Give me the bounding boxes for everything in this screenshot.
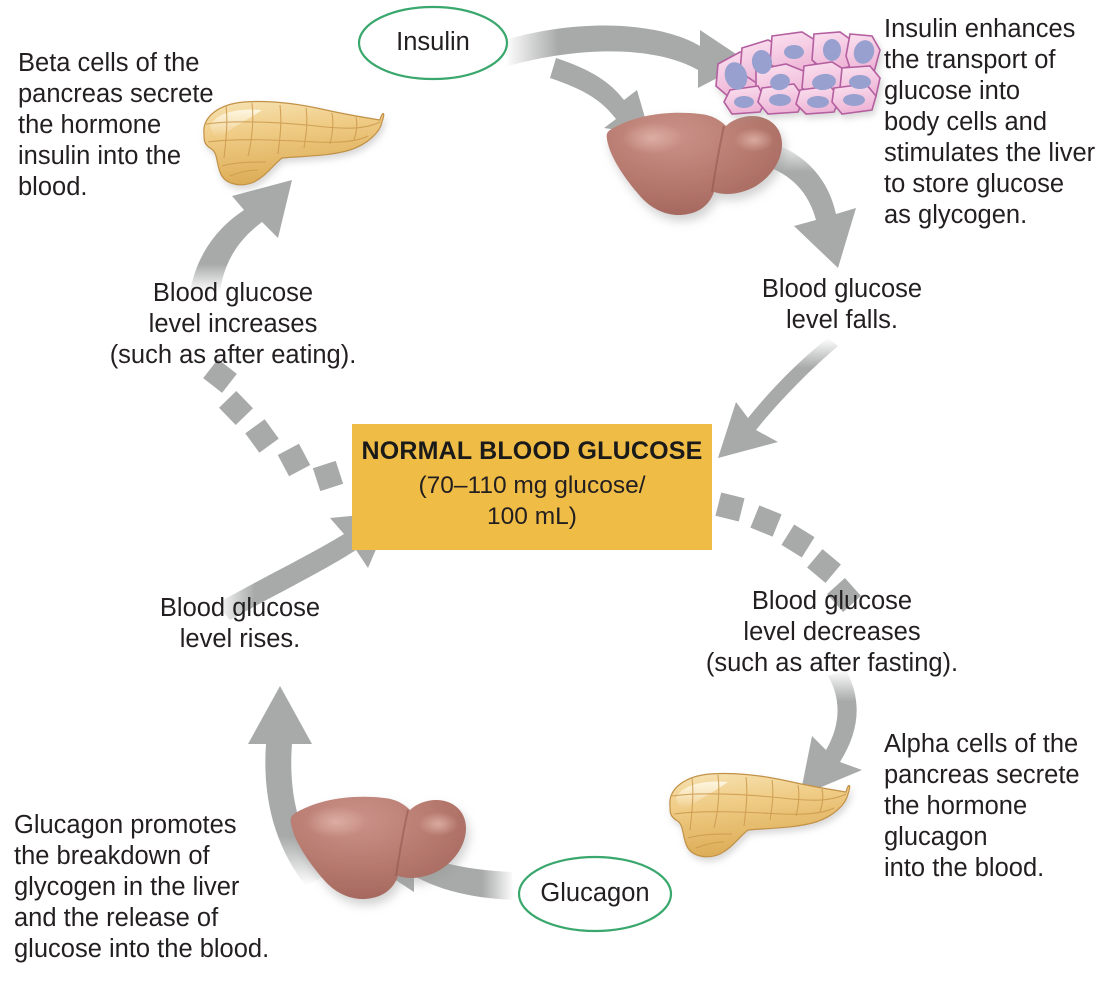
caption-glucose-increases: Blood glucose level increases (such as a… bbox=[109, 279, 357, 369]
arrow-insulin-to-cells bbox=[505, 25, 748, 88]
arrow-box-to-decreases bbox=[715, 492, 861, 612]
pancreas-top-illustration bbox=[203, 100, 385, 186]
arrow-rises-to-box bbox=[216, 512, 392, 620]
caption-beta-cells: Beta cells of the pancreas secrete the h… bbox=[18, 49, 214, 201]
arrow-falls-to-box bbox=[718, 338, 838, 458]
caption-glucose-falls: Blood glucose level falls. bbox=[761, 275, 923, 334]
caption-alpha-cells: Alpha cells of the pancreas secrete the … bbox=[884, 730, 1080, 882]
arrow-box-to-increases bbox=[203, 359, 344, 492]
body-cells-illustration bbox=[715, 31, 881, 115]
glucagon-ellipse bbox=[517, 855, 673, 933]
caption-glucose-rises: Blood glucose level rises. bbox=[159, 594, 321, 653]
glucagon-label: Glucagon bbox=[540, 879, 650, 907]
normal-blood-glucose-box bbox=[352, 424, 712, 550]
insulin-ellipse bbox=[357, 5, 509, 81]
arrow-decreases-to-pancreas bbox=[800, 670, 862, 796]
pancreas-bottom-illustration bbox=[669, 772, 851, 858]
arrow-cells-to-falls bbox=[752, 140, 856, 268]
arrow-liver-to-rises bbox=[248, 686, 328, 886]
liver-top-illustration bbox=[606, 112, 782, 216]
liver-bottom-illustration bbox=[290, 796, 466, 900]
insulin-label: Insulin bbox=[396, 28, 470, 56]
normal-blood-glucose-range: (70–110 mg glucose/ 100 mL) bbox=[418, 472, 646, 530]
caption-glucose-decreases: Blood glucose level decreases (such as a… bbox=[705, 587, 959, 677]
arrow-insulin-to-liver bbox=[550, 58, 650, 135]
caption-insulin-effects: Insulin enhances the transport of glucos… bbox=[884, 15, 1096, 229]
arrow-increases-to-pancreas bbox=[190, 180, 292, 292]
normal-blood-glucose-title: NORMAL BLOOD GLUCOSE bbox=[361, 437, 703, 465]
caption-glucagon-effects: Glucagon promotes the breakdown of glyco… bbox=[14, 811, 270, 963]
